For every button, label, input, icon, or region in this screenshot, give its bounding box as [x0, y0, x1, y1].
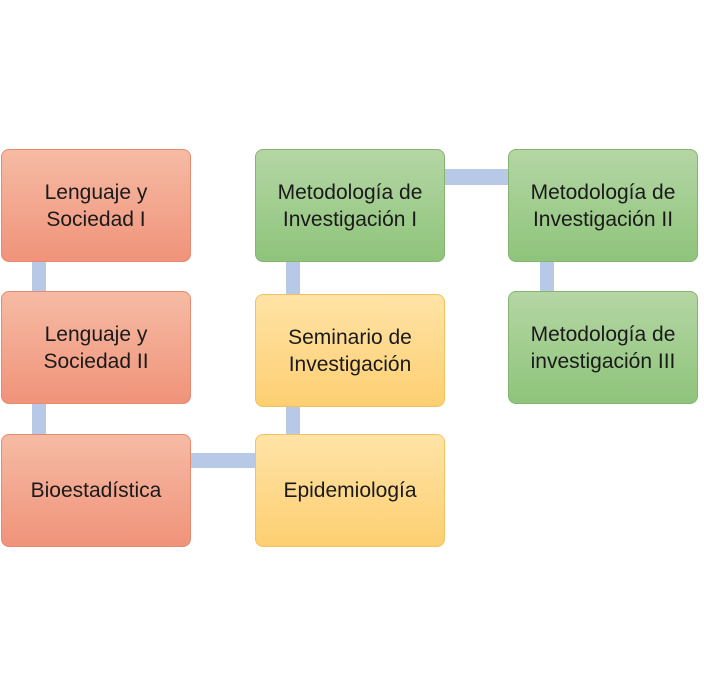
node-metodologia-2: Metodología de Investigación II: [508, 149, 698, 262]
node-bioestadistica: Bioestadística: [1, 434, 191, 547]
connector-metodologia2-metodologia3: [540, 261, 554, 291]
node-label: Metodología de investigación III: [530, 322, 676, 373]
node-seminario-investigacion: Seminario de Investigación: [255, 294, 445, 407]
connector-metodologia1-metodologia2: [444, 169, 508, 185]
connector-lenguaje2-bioestadistica: [32, 403, 46, 435]
node-label: Lenguaje y Sociedad I: [44, 180, 148, 231]
connector-lenguaje1-lenguaje2: [32, 261, 46, 291]
node-lenguaje-sociedad-2: Lenguaje y Sociedad II: [1, 291, 191, 404]
node-label: Metodología de Investigación I: [277, 180, 423, 231]
node-epidemiologia: Epidemiología: [255, 434, 445, 547]
node-metodologia-3: Metodología de investigación III: [508, 291, 698, 404]
connector-seminario-metodologia1: [286, 261, 300, 294]
node-label: Lenguaje y Sociedad II: [43, 322, 149, 373]
node-label: Seminario de Investigación: [288, 325, 412, 376]
connector-bioestadistica-epidemiologia: [190, 453, 255, 468]
node-label: Metodología de Investigación II: [530, 180, 676, 231]
node-metodologia-1: Metodología de Investigación I: [255, 149, 445, 262]
node-lenguaje-sociedad-1: Lenguaje y Sociedad I: [1, 149, 191, 262]
node-label: Epidemiología: [283, 479, 417, 502]
connector-epidemiologia-seminario: [286, 406, 300, 434]
node-label: Bioestadística: [30, 479, 162, 502]
